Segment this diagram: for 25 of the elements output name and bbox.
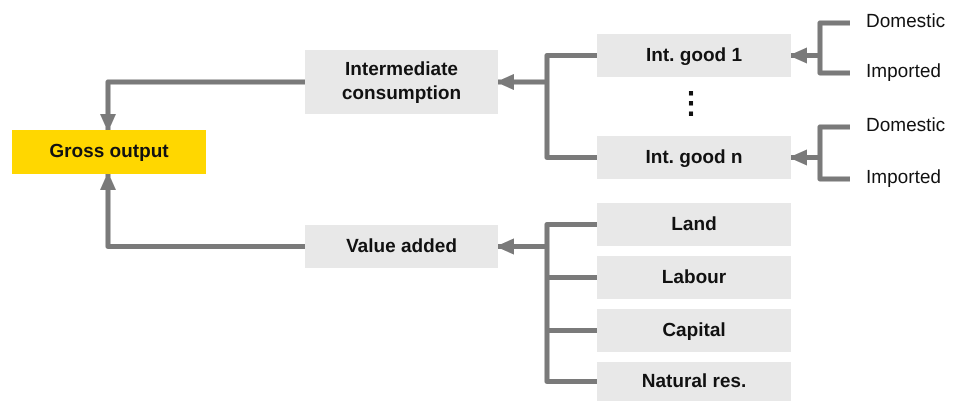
box-text: Labour: [660, 266, 728, 290]
box-text: Imported: [866, 166, 942, 190]
box-text: Int. good 1: [644, 44, 744, 68]
box-text: Domestic: [866, 114, 946, 138]
arrow: [100, 80, 305, 132]
category-box: [305, 225, 498, 268]
box-text: Int. good n: [644, 146, 744, 170]
category-box: [597, 362, 791, 401]
category-box: [12, 130, 206, 174]
category-box: [597, 203, 791, 246]
box-text: Capital: [661, 318, 727, 342]
arrow: [100, 172, 305, 249]
category-box: [597, 256, 791, 299]
category-box: [597, 34, 791, 77]
category-box: [597, 136, 791, 179]
ellipsis-label: ⋮: [676, 86, 704, 122]
box-text: Imported: [866, 60, 942, 84]
box-text: Domestic: [866, 10, 946, 34]
box-text: Gross output: [48, 140, 170, 164]
box-text: Land: [670, 212, 718, 236]
box-text: Value added: [345, 234, 458, 258]
box-text: Natural res.: [640, 370, 748, 394]
category-box: [597, 309, 791, 352]
box-text: Intermediate consumption: [340, 58, 462, 106]
category-box: [305, 50, 498, 114]
